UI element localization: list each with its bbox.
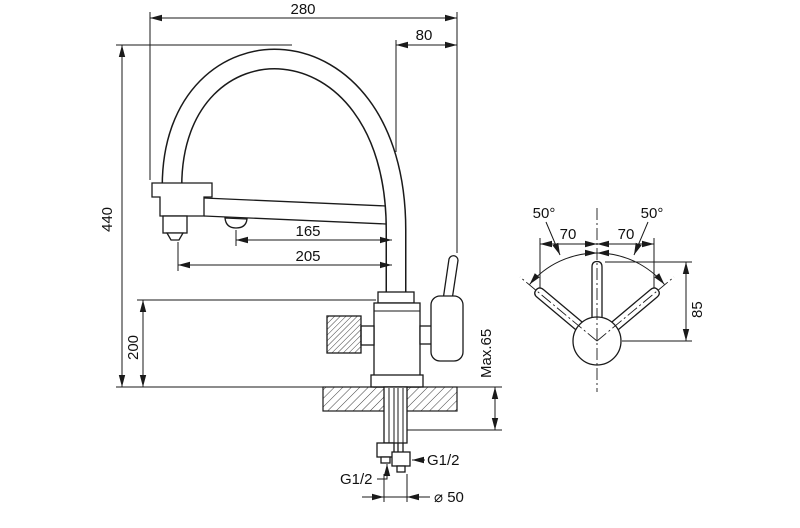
front-dimensions: 280 80 440 200 165 205 Max.65 bbox=[99, 1, 502, 506]
left-axis-line bbox=[519, 276, 598, 342]
dim-thread-right: G1/2 bbox=[427, 452, 460, 469]
dim-base-diameter: ⌀ 50 bbox=[434, 489, 464, 506]
lever-rod bbox=[442, 255, 459, 301]
dim-deck-max: Max.65 bbox=[478, 329, 495, 378]
supply-hoses bbox=[376, 442, 411, 473]
dim-overall-height: 440 bbox=[99, 207, 116, 232]
handle-dimensions: 50° 50° 70 70 85 bbox=[533, 205, 706, 342]
aerator-outlet bbox=[224, 217, 248, 229]
dim-reach-outer: 205 bbox=[295, 248, 320, 265]
dim-offset-left: 70 bbox=[560, 226, 577, 243]
spout-collar bbox=[377, 291, 415, 304]
front-view: 280 80 440 200 165 205 Max.65 bbox=[99, 1, 502, 506]
right-axis-line bbox=[596, 276, 675, 342]
hose-nut-right bbox=[391, 451, 411, 467]
base-flange bbox=[370, 374, 424, 388]
dim-angle-left: 50° bbox=[533, 205, 556, 222]
spout-arc bbox=[161, 48, 407, 293]
dim-thread-left: G1/2 bbox=[340, 471, 373, 488]
spray-head bbox=[151, 182, 213, 241]
spout-arm bbox=[203, 197, 387, 229]
dim-angle-right: 50° bbox=[641, 205, 664, 222]
knob-stem bbox=[360, 325, 375, 346]
left-swing-arc bbox=[529, 249, 598, 285]
dim-base-height: 200 bbox=[125, 335, 142, 360]
dim-overall-width: 280 bbox=[290, 1, 315, 18]
dim-spout-offset: 80 bbox=[416, 27, 433, 44]
dim-handle-height: 85 bbox=[689, 301, 706, 318]
mixer-body bbox=[326, 255, 464, 388]
handle-body bbox=[430, 295, 464, 362]
shank bbox=[383, 386, 408, 444]
handle-swing-view: 50° 50° 70 70 85 bbox=[519, 205, 706, 392]
filter-knob bbox=[326, 315, 362, 354]
dim-reach-inner: 165 bbox=[295, 223, 320, 240]
spray-head-tip bbox=[165, 232, 185, 241]
counter-deck bbox=[116, 386, 458, 444]
right-swing-arc bbox=[596, 249, 665, 285]
dim-offset-right: 70 bbox=[618, 226, 635, 243]
